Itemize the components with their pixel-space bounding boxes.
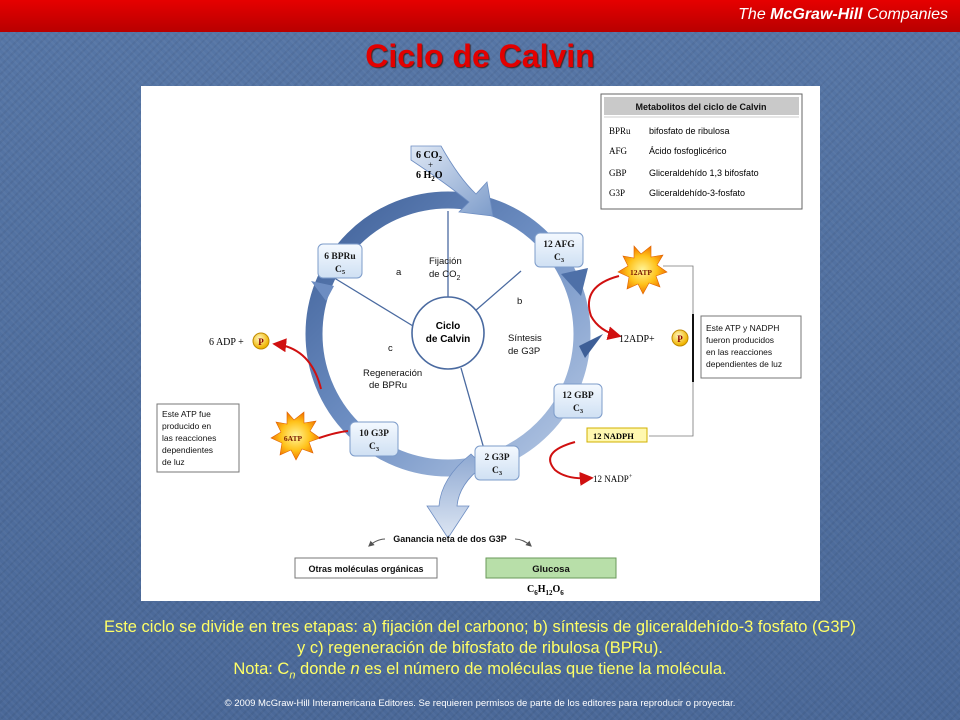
svg-text:C3: C3 (369, 442, 380, 453)
node-10-g3p: 10 G3P C3 (349, 421, 399, 457)
fixation-label: Fijación (429, 256, 462, 267)
cycle-spokes (330, 211, 522, 457)
ring-arrowhead (561, 268, 588, 296)
net-gain-label: Ganancia neta de dos G3P (393, 534, 507, 544)
regeneration-label: de BPRu (369, 380, 407, 391)
ring-arrowhead (311, 281, 334, 301)
svg-text:12 AFG: 12 AFG (543, 240, 575, 250)
co2-input: 6 CO2 + 6 H2O (410, 145, 494, 217)
svg-text:2 G3P: 2 G3P (484, 453, 509, 463)
red-arrow-atp12 (588, 275, 622, 341)
red-arrow-adp6 (272, 338, 322, 390)
svg-text:C5: C5 (335, 265, 346, 276)
svg-text:12 NADPH: 12 NADPH (593, 431, 634, 441)
svg-text:P: P (677, 334, 683, 344)
note-left: Este ATP fue producido en las reacciones… (156, 403, 240, 473)
caption-line: Este ciclo se divide en tres etapas: a) … (103, 618, 857, 636)
phosphate-circle: P (252, 332, 270, 350)
svg-text:C3: C3 (492, 466, 503, 477)
nadp12-label: 12 NADP+ (593, 473, 633, 484)
caption-line: y c) regeneración de bifosfato de ribulo… (297, 639, 663, 657)
svg-text:C3: C3 (554, 253, 565, 264)
phosphate-circle: P (671, 329, 689, 347)
table-row-abbr: AFG (609, 146, 628, 156)
adp12-label: 12ADP+ (619, 334, 655, 345)
svg-text:P: P (258, 337, 264, 347)
red-arrow-nadph (549, 441, 594, 486)
bracket-lines (649, 265, 694, 437)
top-banner: The McGraw-Hill Companies (0, 0, 960, 32)
svg-text:dependientes: dependientes (162, 445, 213, 455)
svg-text:Este ATP fue: Este ATP fue (162, 409, 211, 419)
slide-title: Ciclo de Calvin (365, 38, 595, 74)
diagram-panel: Metabolitos del ciclo de Calvin BPRu bif… (141, 86, 820, 601)
svg-text:en las reacciones: en las reacciones (706, 347, 772, 357)
atp-12-burst: 12ATP (617, 245, 668, 295)
ring-arrowhead (579, 334, 603, 358)
plus-sign: + (428, 160, 433, 170)
adp6-label: 6 ADP + (209, 337, 244, 348)
stage-c-label: c (388, 343, 393, 354)
net-gain-branch: Ganancia neta de dos G3P (368, 534, 532, 547)
node-2-g3p: 2 G3P C3 (474, 445, 520, 481)
svg-text:Otras moléculas orgánicas: Otras moléculas orgánicas (308, 564, 423, 574)
caption-note: Nota: Cn donde n es el número de molécul… (233, 660, 727, 682)
g3p-output-arrow (426, 453, 484, 539)
svg-text:Este ATP y NADPH: Este ATP y NADPH (706, 323, 779, 333)
node-12-gbp: 12 GBP C3 (553, 383, 603, 419)
table-row-name: Gliceraldehído-3-fosfato (649, 188, 745, 198)
svg-text:producido en: producido en (162, 421, 211, 431)
svg-text:12 GBP: 12 GBP (562, 391, 594, 401)
center-label-line2: de Calvin (426, 334, 470, 345)
glucose-box: Glucosa (485, 557, 617, 579)
calvin-cycle-diagram: Metabolitos del ciclo de Calvin BPRu bif… (156, 93, 803, 597)
svg-text:10 G3P: 10 G3P (359, 429, 389, 439)
node-6-bpru: 6 BPRu C5 (317, 243, 363, 279)
svg-text:6 BPRu: 6 BPRu (324, 252, 356, 262)
center-label-line1: Ciclo (436, 321, 460, 332)
red-line-atp6 (318, 430, 349, 439)
stage-a-label: a (396, 267, 402, 278)
copyright-notice: © 2009 McGraw-Hill Interamericana Editor… (224, 698, 736, 709)
table-title: Metabolitos del ciclo de Calvin (635, 102, 766, 112)
atp-6-burst: 6ATP (270, 411, 321, 461)
svg-text:de luz: de luz (162, 457, 185, 467)
h2o-label: 6 H2O (416, 170, 443, 183)
table-row-name: Ácido fosfoglicérico (649, 146, 727, 156)
svg-text:las reacciones: las reacciones (162, 433, 216, 443)
slide-caption: Este ciclo se divide en tres etapas: a) … (20, 617, 940, 686)
table-row-abbr: GBP (609, 168, 627, 178)
svg-text:dependientes de luz: dependientes de luz (706, 359, 782, 369)
synthesis-label: de G3P (508, 346, 540, 357)
table-row-abbr: BPRu (609, 126, 631, 136)
other-molecules-box: Otras moléculas orgánicas (294, 557, 438, 579)
note-right: Este ATP y NADPH fueron producidos en la… (700, 315, 802, 379)
glucose-formula: C6H12O6 (527, 584, 564, 597)
metabolites-table: Metabolitos del ciclo de Calvin BPRu bif… (600, 93, 803, 210)
svg-text:Glucosa: Glucosa (532, 564, 570, 575)
node-12-afg: 12 AFG C3 (534, 232, 584, 268)
cycle-center: Ciclo de Calvin (411, 296, 485, 370)
svg-text:fueron producidos: fueron producidos (706, 335, 774, 345)
co2-label: 6 CO2 (416, 150, 443, 163)
fixation-label: de CO2 (429, 269, 460, 282)
nadph-12-box: 12 NADPH (586, 427, 648, 443)
synthesis-label: Síntesis (508, 333, 542, 344)
regeneration-label: Regeneración (363, 368, 422, 379)
table-row-name: Gliceraldehído 1,3 bifosfato (649, 168, 759, 178)
table-row-name: bifosfato de ribulosa (649, 126, 730, 136)
svg-text:6ATP: 6ATP (284, 434, 303, 443)
table-row-abbr: G3P (609, 188, 625, 198)
svg-text:C3: C3 (573, 404, 584, 415)
svg-text:12ATP: 12ATP (630, 268, 652, 277)
company-name: The McGraw-Hill Companies (738, 6, 948, 23)
stage-b-label: b (517, 296, 522, 307)
